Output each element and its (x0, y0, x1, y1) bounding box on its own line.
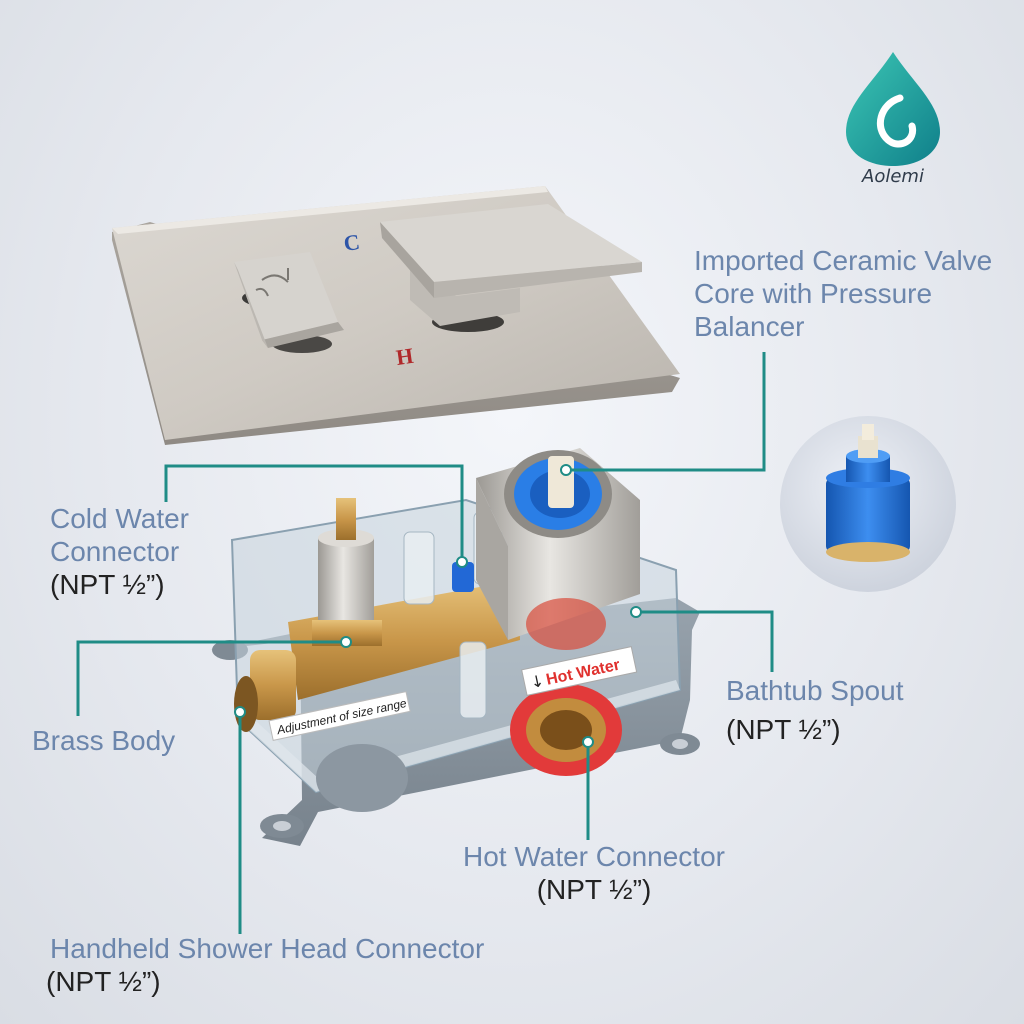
leader-dots (234, 464, 642, 748)
ceramic-core-line-2: Core with Pressure (694, 278, 933, 309)
cold-water-line-1: Cold Water (50, 503, 190, 534)
valve-rough-in: Hot Water ↓ Adjustment of size range (210, 448, 700, 846)
main-lever (380, 204, 642, 332)
handheld-line-1: Handheld Shower Head Connector (50, 933, 485, 964)
label-handheld: Handheld Shower Head Connector (NPT ½”) (46, 932, 485, 998)
diverter-knob (234, 252, 344, 353)
hot-water-spec: (NPT ½”) (536, 874, 652, 905)
label-brass-body: Brass Body (32, 724, 175, 757)
hot-water-line-1: Hot Water Connector (463, 841, 725, 872)
label-hot-water: Hot Water Connector (NPT ½”) (448, 840, 740, 906)
aolemi-logo (846, 52, 940, 166)
cold-water-line-2: Connector (50, 536, 180, 567)
leader-bathtub-spout (640, 610, 774, 672)
handheld-spec: (NPT ½”) (46, 966, 161, 997)
leader-ceramic-core (570, 352, 766, 472)
label-ceramic-core: Imported Ceramic Valve Core with Pressur… (694, 244, 992, 343)
leader-brass-body (76, 640, 346, 716)
hot-mark: H (394, 343, 414, 370)
bathtub-spout-line-1: Bathtub Spout (726, 675, 904, 706)
cartridge-inset (780, 416, 956, 592)
cold-water-spec: (NPT ½”) (50, 569, 165, 600)
ceramic-core-line-3: Balancer (694, 311, 805, 342)
brass-body-line-1: Brass Body (32, 725, 176, 756)
bathtub-spout-spec: (NPT ½”) (726, 714, 841, 745)
cold-mark: C (342, 229, 361, 256)
label-cold-water: Cold Water Connector (NPT ½”) (50, 502, 189, 601)
leader-lines (76, 352, 774, 934)
ceramic-core-line-1: Imported Ceramic Valve (694, 245, 993, 276)
brand-name: Aolemi (862, 166, 924, 187)
trim-plate (112, 186, 680, 445)
label-bathtub-spout: Bathtub Spout (NPT ½”) (726, 674, 903, 746)
leader-cold-water (164, 464, 464, 560)
svg-text:↓: ↓ (529, 671, 546, 692)
